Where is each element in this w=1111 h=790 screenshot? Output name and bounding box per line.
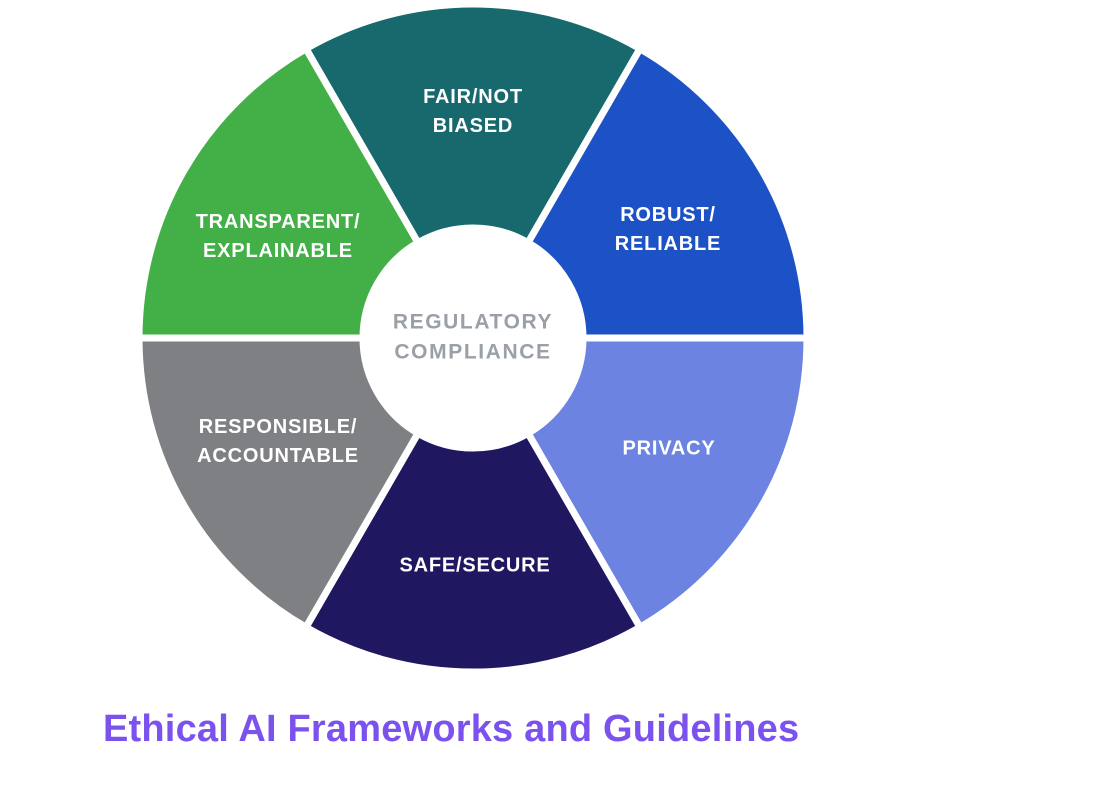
wheel-svg <box>135 0 811 676</box>
page-title: Ethical AI Frameworks and Guidelines <box>103 708 800 750</box>
segment-fair-not-biased <box>302 0 644 247</box>
segment-robust-reliable <box>524 45 811 342</box>
center-label-line: REGULATORY <box>392 310 554 334</box>
center-label-line: COMPLIANCE <box>394 341 552 364</box>
ethical-ai-wheel: FAIR/NOT BIASED ROBUST/ RELIABLE PRIVACY… <box>128 0 818 680</box>
segment-safe-secure <box>302 429 644 676</box>
segment-responsible-accountable <box>135 334 422 631</box>
segment-privacy <box>524 334 811 631</box>
center-label-regulatory-compliance: REGULATORY COMPLIANCE <box>393 308 553 369</box>
segment-transparent-explainable <box>135 45 422 342</box>
